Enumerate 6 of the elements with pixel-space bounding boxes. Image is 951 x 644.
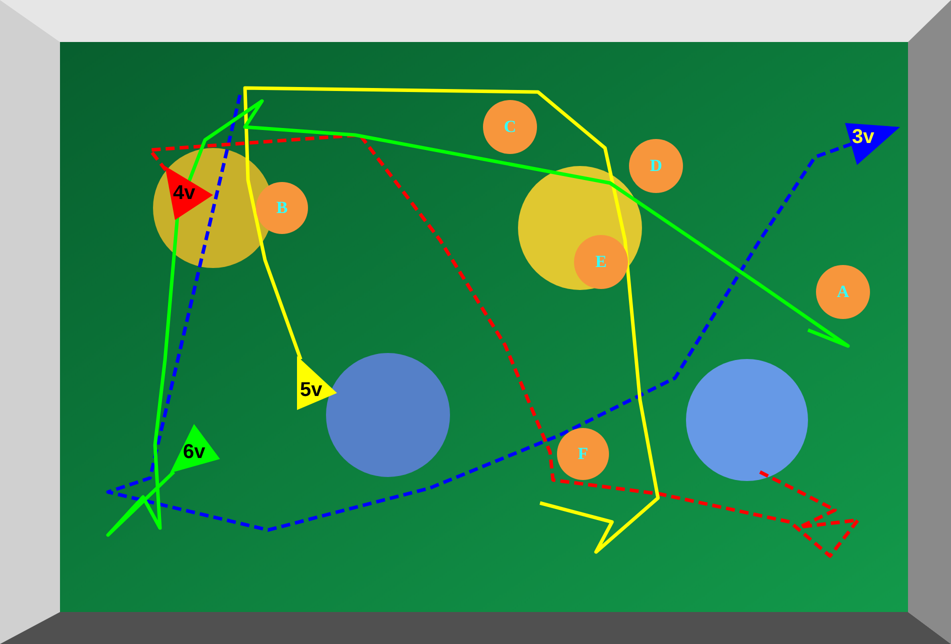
trajectory-line [148, 133, 860, 558]
voltage-label: 3v [852, 127, 874, 147]
voltage-label: 6v [183, 442, 206, 462]
voltage-label: 4v [173, 183, 196, 203]
trajectory-line [243, 86, 660, 554]
voltage-label: 5v [300, 380, 322, 400]
